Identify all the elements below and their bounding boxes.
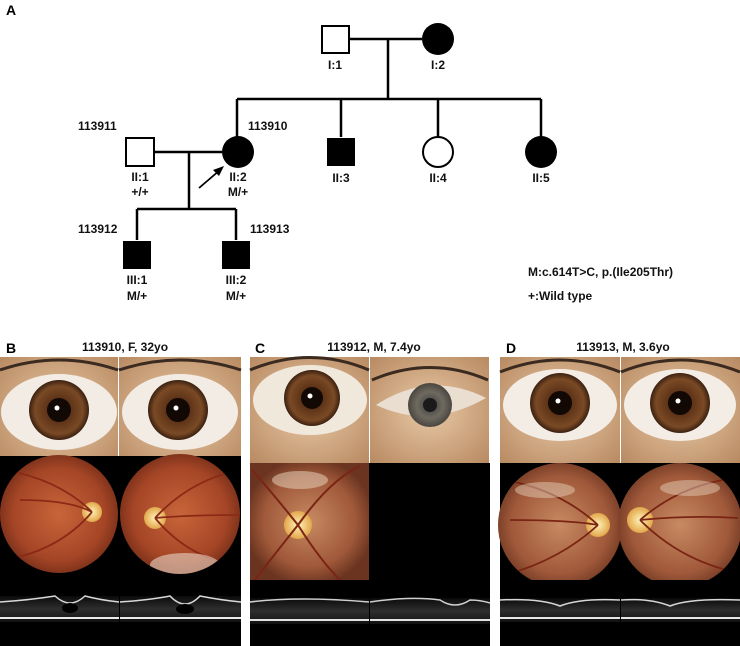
genotype-ii1: +/+ [131, 185, 149, 199]
individual-ii1 [125, 137, 155, 167]
genotype-iii2: M/+ [225, 289, 247, 303]
label-ii5: II:5 [532, 171, 550, 185]
individual-i1 [321, 25, 350, 54]
genotype-ii2: M/+ [227, 185, 249, 199]
panel-c-images [249, 356, 491, 646]
panel-b-title: 113910, F, 32yo [81, 340, 169, 354]
panel-d-title: 113913, M, 3.6yo [576, 340, 670, 354]
individual-iii2 [222, 241, 250, 269]
panel-c-title: 113912, M, 7.4yo [327, 340, 421, 354]
individual-ii4 [422, 136, 454, 168]
pedigree-chart [123, 23, 557, 269]
label-iii2: III:2 [225, 273, 247, 287]
individual-ii5 [525, 136, 557, 168]
label-ii2: II:2 [229, 170, 247, 184]
individual-ii2 [222, 136, 254, 168]
panel-d-images [498, 357, 740, 646]
code-iii2: 113913 [250, 222, 290, 236]
panel-letter-c: C [255, 340, 266, 356]
label-ii3: II:3 [332, 171, 350, 185]
panel-letter-a: A [6, 2, 17, 18]
code-iii1: 113912 [78, 222, 118, 236]
individual-ii3 [327, 138, 355, 166]
label-ii4: II:4 [429, 171, 447, 185]
genotype-iii1: M/+ [126, 289, 148, 303]
code-ii1: 113911 [78, 119, 117, 133]
label-i1: I:1 [327, 58, 343, 72]
label-ii1: II:1 [131, 170, 149, 184]
panel-b-images [0, 357, 242, 646]
individual-i2 [422, 23, 454, 55]
label-i2: I:2 [430, 58, 446, 72]
legend-wildtype: +:Wild type [528, 289, 593, 303]
panel-letter-b: B [6, 340, 17, 356]
label-iii1: III:1 [126, 273, 148, 287]
code-ii2: 113910 [248, 119, 288, 133]
legend-mutation: M:c.614T>C, p.(Ile205Thr) [528, 265, 674, 279]
individual-iii1 [123, 241, 151, 269]
panel-letter-d: D [506, 340, 517, 356]
